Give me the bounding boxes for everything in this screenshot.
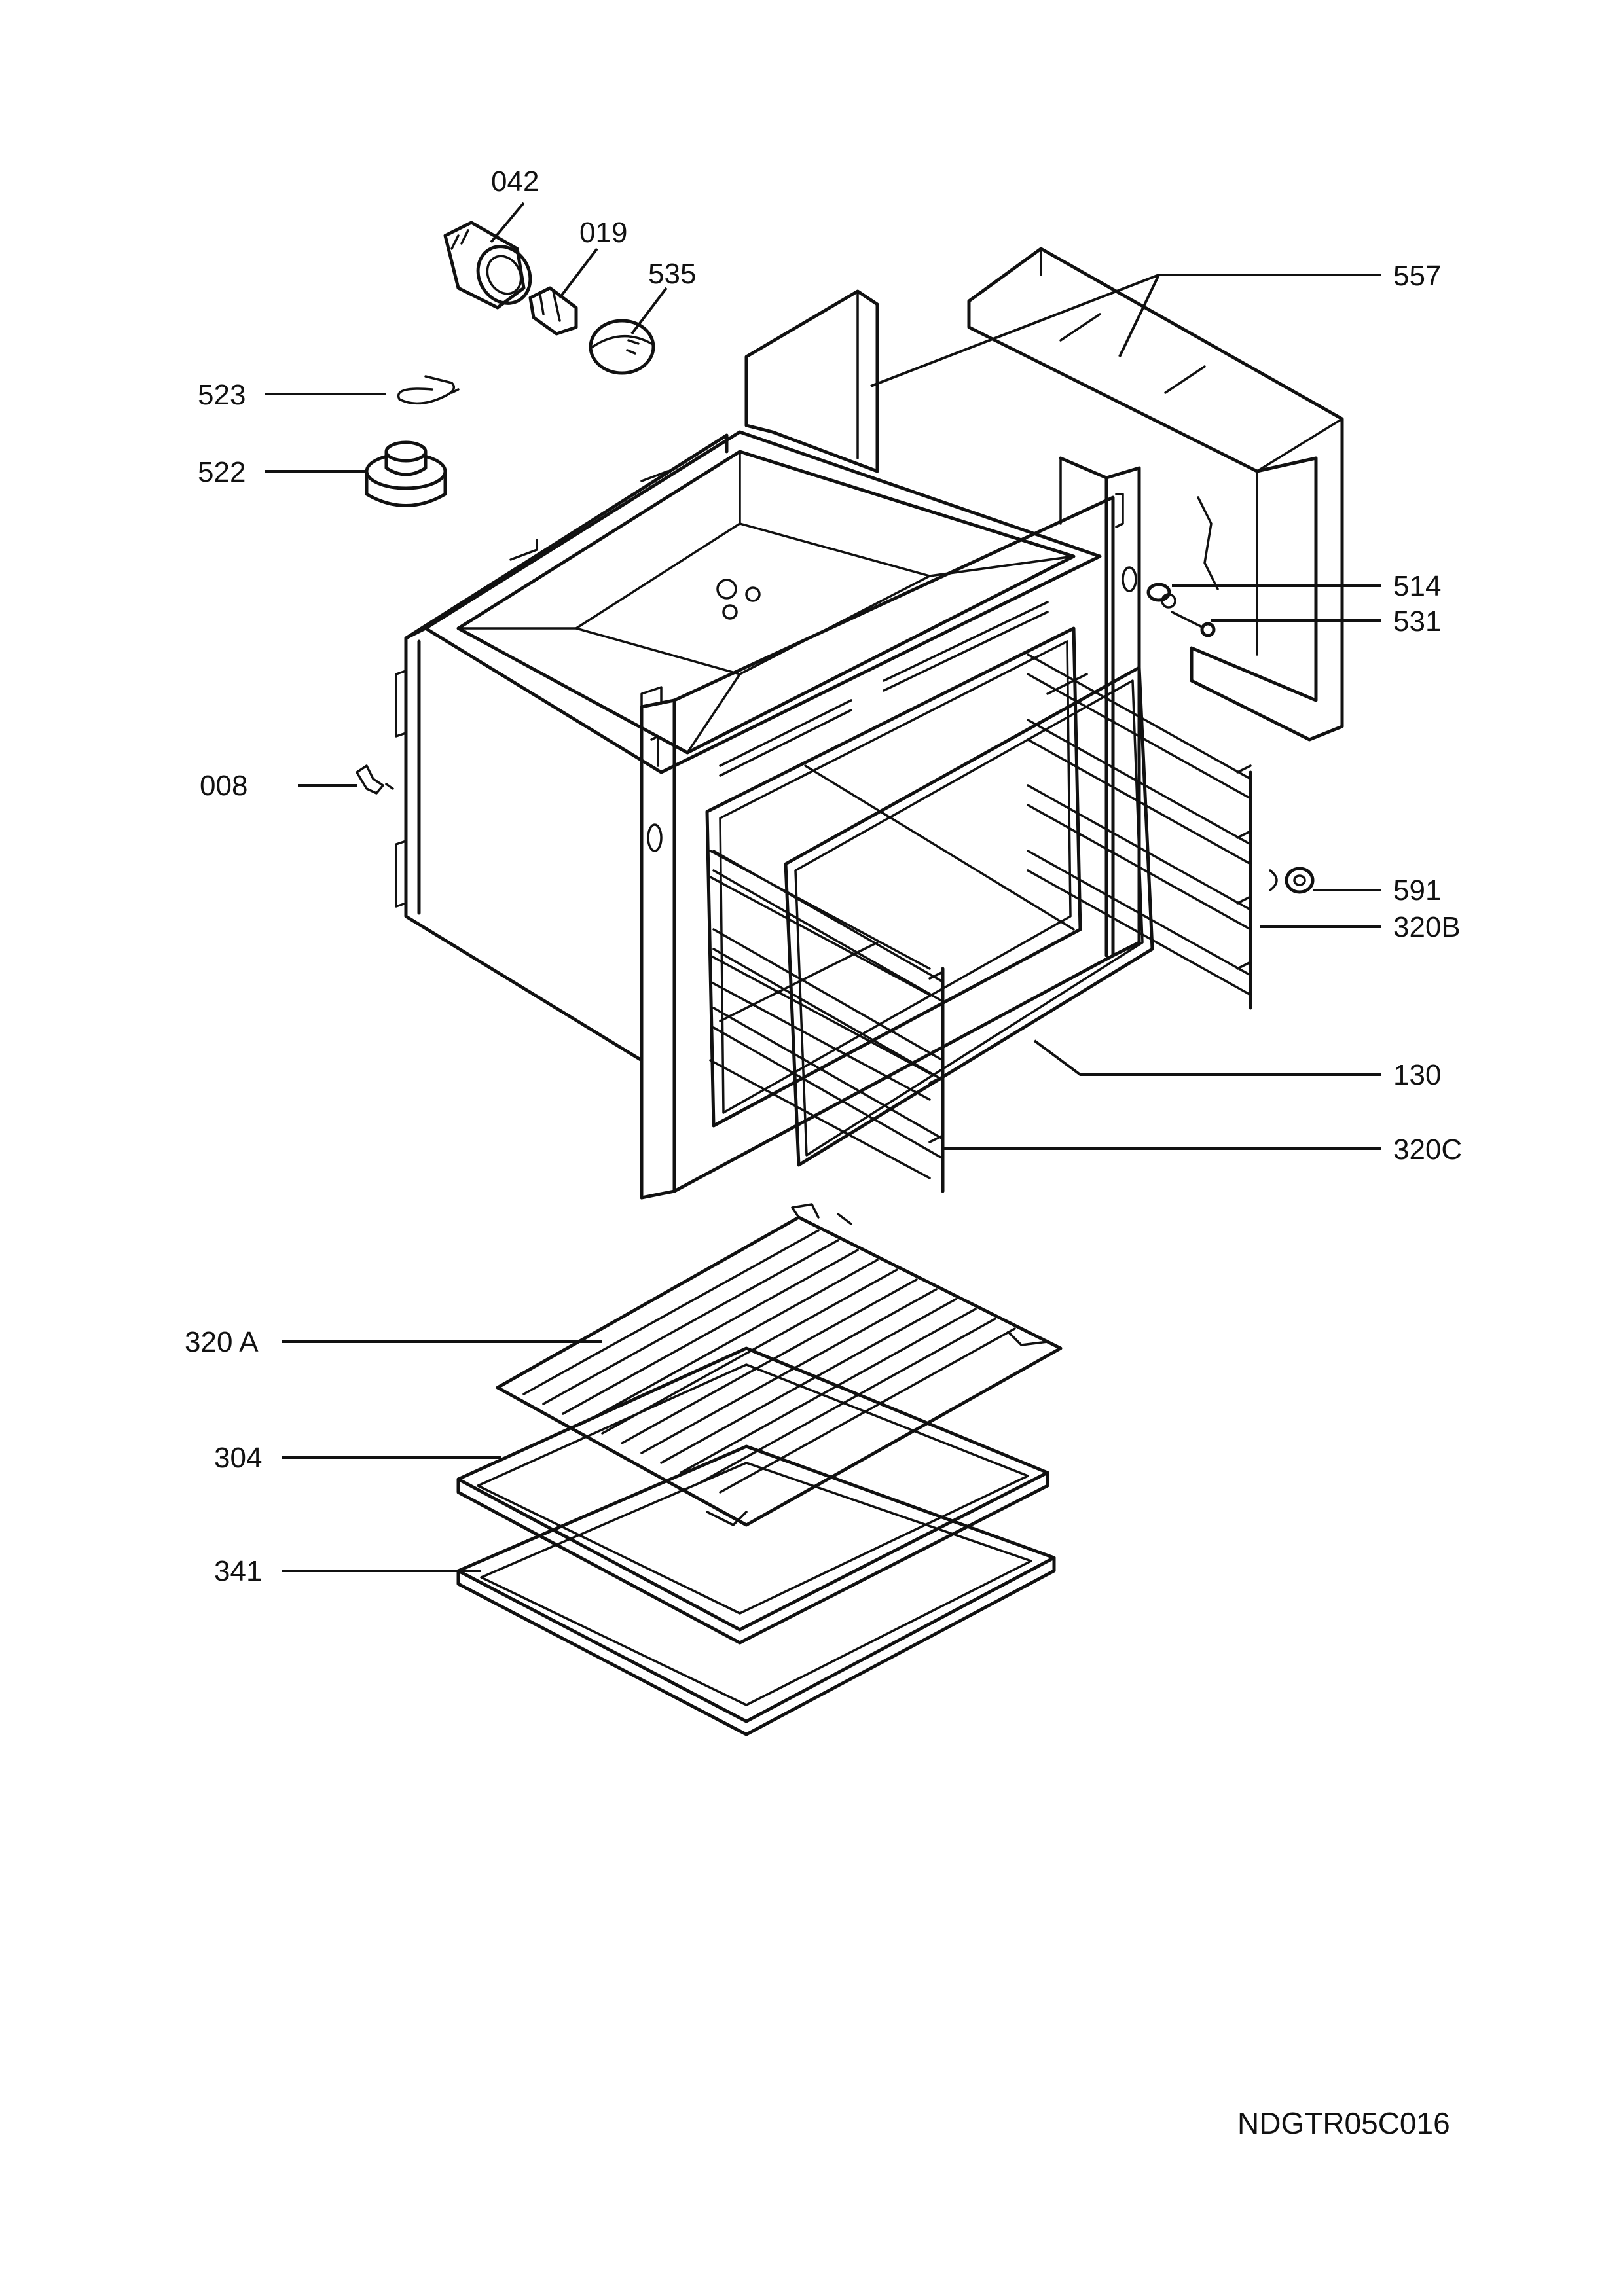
label-320A: 320 A xyxy=(185,1326,259,1358)
sensor-008 xyxy=(356,764,394,795)
baking-tray-304 xyxy=(456,1346,1049,1645)
insulation-557 xyxy=(744,247,1344,742)
label-522: 522 xyxy=(198,456,246,488)
clip-523 xyxy=(397,375,460,405)
grid-shelf-320A xyxy=(496,1203,1063,1527)
drawing-code: NDGTR05C016 xyxy=(1237,2106,1450,2140)
label-523: 523 xyxy=(198,379,246,411)
shelf-support-320C xyxy=(712,850,945,1193)
label-514: 514 xyxy=(1393,570,1441,602)
label-042: 042 xyxy=(491,166,539,198)
label-591: 591 xyxy=(1393,874,1441,906)
lamp-bulb-019 xyxy=(528,286,578,336)
label-320B: 320B xyxy=(1393,911,1461,943)
door-seal-130 xyxy=(784,666,1154,1167)
label-304: 304 xyxy=(214,1442,262,1474)
screw-514 xyxy=(1146,583,1176,609)
lamp-cover-535 xyxy=(589,319,655,375)
label-320C: 320C xyxy=(1393,1134,1462,1166)
leader-lines xyxy=(265,202,1381,1572)
label-557: 557 xyxy=(1393,260,1441,292)
label-341: 341 xyxy=(214,1555,262,1587)
label-535: 535 xyxy=(648,258,696,290)
drip-tray-341 xyxy=(456,1444,1056,1736)
label-008: 008 xyxy=(200,770,247,802)
label-019: 019 xyxy=(579,217,627,249)
oven-cavity xyxy=(395,430,1141,1200)
label-130: 130 xyxy=(1393,1059,1441,1091)
spacer-522 xyxy=(365,440,447,507)
nut-591 xyxy=(1285,867,1315,894)
label-531: 531 xyxy=(1393,605,1441,637)
lamp-holder-042 xyxy=(443,221,532,310)
screw-531 xyxy=(1171,611,1216,637)
part-labels: 042 019 535 557 523 522 514 531 008 591 … xyxy=(185,166,1462,1587)
